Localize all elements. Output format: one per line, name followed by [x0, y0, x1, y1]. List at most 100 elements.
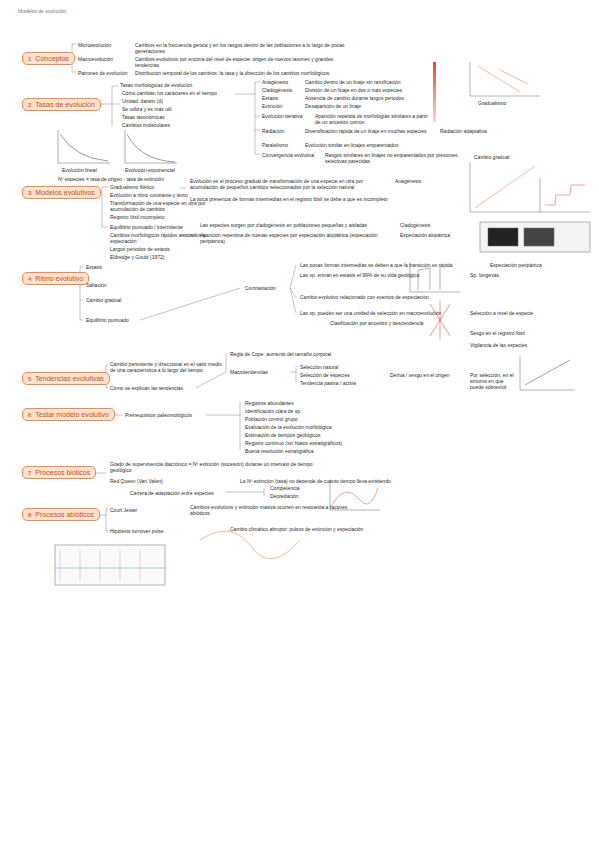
branch-text: Cambios moleculares	[122, 122, 170, 128]
branch-text: Registros abundantes	[245, 400, 294, 406]
branch-text: Extinción	[262, 103, 282, 109]
branch-text: Cambios en la frecuencia génica y en los…	[135, 42, 345, 54]
branch-text: La Nº extinción (tasa) no depende de cuá…	[240, 478, 420, 484]
branch-text: Cambio evolutivo relacionado con eventos…	[300, 294, 470, 300]
branch-text: Vigilancia de las especies	[470, 342, 527, 348]
branch-text: Evolución exponencial	[125, 167, 175, 173]
branch-text: Se utiliza y es más útil	[122, 106, 171, 112]
branch-text: Evolución a ritmo constante y lento	[110, 192, 188, 198]
branch-text: Cladogénesis	[262, 87, 292, 93]
branch-text: Equilibrio puntuado / intermitente	[110, 224, 183, 230]
branch-text: Desaparición de un linaje	[305, 103, 430, 109]
branch-text: Registro continuo (sin hiatos estratigrá…	[245, 440, 342, 446]
branch-text: Evaluación de la evolución morfológica	[245, 424, 331, 430]
section-number: 2	[28, 102, 31, 108]
branch-text: Macrotendencias	[230, 369, 268, 375]
branch-text: Estimación de tiempos geológicos	[245, 432, 321, 438]
branch-text: Identificación clara de sp.	[245, 408, 301, 414]
branch-text: Grado de supervivencia diacrónico = Nº e…	[110, 461, 330, 473]
section-title: Procesos bióticos	[35, 469, 90, 476]
branch-text: Especiación peripátrica	[490, 262, 580, 268]
branch-text: Depredación	[270, 493, 298, 499]
branch-text: Evolución similar en linajes emparentado…	[305, 142, 430, 148]
branch-text: Cambio gradual	[474, 154, 509, 160]
branch-text: División de un linaje en dos o más espec…	[305, 87, 430, 93]
branch-text: Hipótesis turnover pulse	[110, 528, 164, 534]
branch-text: Eldredge y Gould (1972)	[110, 254, 164, 260]
branch-text: Diversificación rápida de un linaje en m…	[305, 128, 430, 134]
branch-text: Convergencia evolutiva	[262, 152, 314, 158]
branch-text: Especiación alopátrica	[400, 232, 450, 238]
branch-text: Tasas taxonómicas	[122, 114, 165, 120]
branch-text: Patrones de evolución	[78, 70, 127, 76]
branch-text: Cambio dentro de un linaje sin ramificac…	[305, 79, 430, 85]
section-number: 8	[28, 512, 31, 518]
branch-text: Las sp. entran en estasis el 99% de su v…	[300, 272, 470, 278]
branch-text: Red Queen (Van Valen)	[110, 478, 230, 484]
branch-text: Las pocas formas intermedias se deben a …	[300, 262, 480, 268]
branch-text: Tendencia pasiva / activa	[300, 380, 356, 386]
branch-text: Tasas morfológicas de evolución	[120, 82, 192, 88]
branch-text: Cambios evolutivos y extinción masiva oc…	[190, 504, 360, 516]
branch-text: Clasificación por ancestro y descendenci…	[330, 320, 480, 326]
branch-text: Cambio persistente y direccional en el v…	[110, 361, 222, 373]
branch-text: Evolución es el proceso gradual de trans…	[190, 178, 390, 190]
branch-text: Por selección, en el entorno en que pued…	[470, 372, 515, 390]
branch-text: Rasgos similares en linajes no emparenta…	[325, 152, 465, 164]
branch-text: Macroevolución	[78, 56, 113, 62]
section-number: 5	[28, 376, 31, 382]
branch-text: Prerrequisitos paleontológicos	[125, 412, 192, 418]
branch-text: Cómo cambian los caracteres en el tiempo	[122, 90, 242, 96]
section-title: Tendencias evolutivas	[35, 375, 104, 382]
branch-text: Contrastación	[245, 285, 276, 291]
section-header: 6Testar modelo evolutivo	[22, 408, 115, 421]
branch-text: Carrera de adaptación entre especies	[130, 490, 214, 496]
branch-text: Estasis	[86, 264, 102, 270]
section-number: 6	[28, 412, 31, 418]
branch-text: Deriva / sesgo en el origen	[390, 372, 465, 378]
branch-text: Selección de especies	[300, 372, 350, 378]
section-number: 7	[28, 470, 31, 476]
section-header: 7 Procesos bióticos	[22, 466, 96, 479]
branch-text: Paralelismo	[262, 142, 288, 148]
branch-text: Aparición repetida de morfologías simila…	[315, 113, 430, 125]
branch-text: Sesgo en el registro fósil	[470, 330, 525, 336]
page-title: Modelos de evolución	[18, 8, 66, 14]
section-number: 4	[28, 276, 31, 282]
section-title: Modelos evolutivos	[35, 189, 95, 196]
branch-text: Ausencia de cambio durante largos period…	[305, 95, 430, 101]
branch-text: Evolución lineal	[62, 167, 97, 173]
section-title: Tasas de evolución	[35, 101, 95, 108]
branch-text: Cambio climático abrupto: pulsos de exti…	[230, 526, 390, 532]
section-title: Conceptos	[35, 55, 68, 62]
section-header: 8 Procesos abióticos	[22, 508, 100, 521]
branch-text: Registro fósil incompleto	[110, 214, 164, 220]
branch-text: Anagénesis	[262, 79, 288, 85]
branch-text: Evolución iterativa	[262, 113, 303, 119]
branch-text: Las especies surgen por cladogénesis en …	[200, 222, 395, 228]
section-header: 4Ritmo evolutivo	[22, 272, 89, 285]
branch-text: Microevolución	[78, 42, 111, 48]
section-header: 5 Tendencias evolutivas	[22, 372, 110, 385]
branch-text: Competencia	[270, 485, 299, 491]
section-title: Procesos abióticos	[35, 511, 94, 518]
branch-text: Selección natural	[300, 364, 338, 370]
branch-text: Distribución temporal de los cambios: la…	[135, 70, 345, 76]
branch-text: Saltación	[86, 282, 107, 288]
branch-text: Gradualismo	[478, 100, 506, 106]
branch-text: Equilibrio puntuado	[86, 317, 129, 323]
branch-text: Sp. longevas	[470, 272, 499, 278]
section-header: 1 Conceptos	[22, 52, 75, 65]
branch-text: La poca presencia de formas intermedias …	[190, 196, 390, 202]
section-number: 1	[28, 56, 31, 62]
branch-text: Unidad: darwin (d)	[122, 98, 163, 104]
section-number: 3	[28, 190, 31, 196]
branch-text: Radiación	[262, 128, 284, 134]
section-header: 2 Tasas de evolución	[22, 98, 101, 111]
branch-text: Cómo se explican las tendencias	[110, 385, 183, 391]
branch-text: Selección a nivel de especie	[470, 310, 533, 316]
branch-text: Nº especies = tasa de origen - tasa de e…	[58, 176, 164, 182]
branch-text: Población control grupo	[245, 416, 298, 422]
branch-text: Aparición repentina de nuevas especies p…	[200, 232, 395, 244]
branch-text: Buena resolución estratigráfica	[245, 448, 314, 454]
